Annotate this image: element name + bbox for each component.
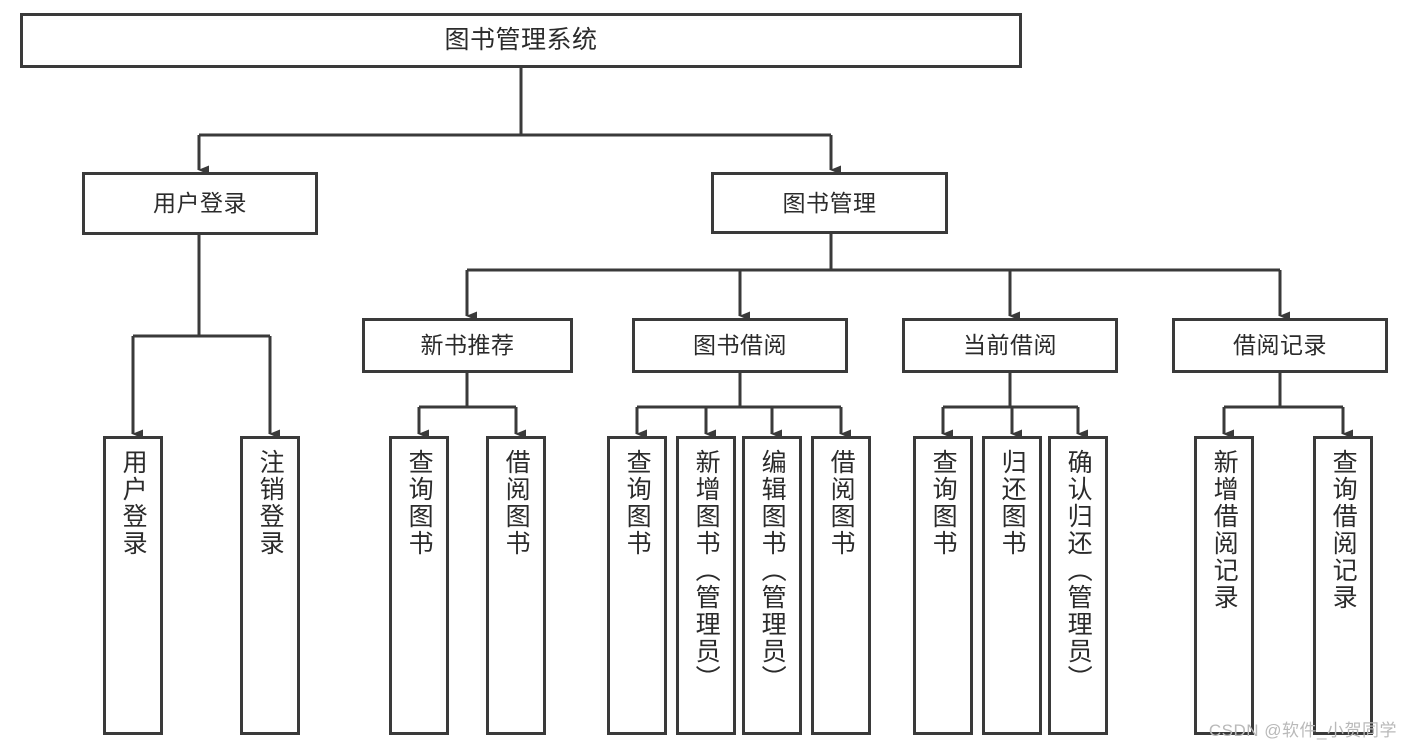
node-label: 图书借阅 xyxy=(693,332,787,359)
node-label: 借阅图书 xyxy=(502,449,531,557)
node-label: 新增图书（管理员） xyxy=(692,449,721,692)
node-label: 新书推荐 xyxy=(420,332,515,359)
leaf-query-book-borrow[interactable]: 查询图书 xyxy=(607,436,667,735)
node-label: 查询图书 xyxy=(405,449,434,557)
node-label: 图书管理系统 xyxy=(444,26,598,54)
leaf-edit-book[interactable]: 编辑图书（管理员） xyxy=(742,436,802,735)
node-label: 查询图书 xyxy=(929,449,958,557)
node-label: 确认归还（管理员） xyxy=(1064,449,1093,692)
leaf-query-book-current[interactable]: 查询图书 xyxy=(913,436,973,735)
leaf-return-book[interactable]: 归还图书 xyxy=(982,436,1042,735)
node-label: 用户登录 xyxy=(153,190,247,217)
node-label: 编辑图书（管理员） xyxy=(758,449,787,692)
node-label: 图书管理 xyxy=(782,189,877,216)
node-current-borrow[interactable]: 当前借阅 xyxy=(902,318,1118,373)
leaf-logout-login[interactable]: 注销登录 xyxy=(240,436,300,735)
node-label: 查询图书 xyxy=(623,449,652,557)
leaf-add-borrow-record[interactable]: 新增借阅记录 xyxy=(1194,436,1254,735)
node-label: 借阅记录 xyxy=(1233,332,1327,359)
leaf-borrow-book[interactable]: 借阅图书 xyxy=(811,436,871,735)
node-label: 新增借阅记录 xyxy=(1210,449,1239,611)
leaf-user-login[interactable]: 用户登录 xyxy=(103,436,163,735)
node-label: 归还图书 xyxy=(998,449,1027,557)
leaf-borrow-book-recommend[interactable]: 借阅图书 xyxy=(486,436,546,735)
node-new-book-recommend[interactable]: 新书推荐 xyxy=(362,318,573,373)
node-label: 注销登录 xyxy=(256,449,285,557)
leaf-query-borrow-record[interactable]: 查询借阅记录 xyxy=(1313,436,1373,735)
node-label: 用户登录 xyxy=(119,449,148,557)
node-label: 当前借阅 xyxy=(963,332,1057,359)
node-borrow-record[interactable]: 借阅记录 xyxy=(1172,318,1388,373)
leaf-add-book[interactable]: 新增图书（管理员） xyxy=(676,436,736,735)
node-label: 借阅图书 xyxy=(827,449,856,557)
node-book-manage[interactable]: 图书管理 xyxy=(711,172,948,234)
leaf-confirm-return[interactable]: 确认归还（管理员） xyxy=(1048,436,1108,735)
node-label: 查询借阅记录 xyxy=(1329,449,1358,611)
node-book-borrow[interactable]: 图书借阅 xyxy=(632,318,848,373)
leaf-query-book-recommend[interactable]: 查询图书 xyxy=(389,436,449,735)
node-system-title[interactable]: 图书管理系统 xyxy=(20,13,1022,68)
csdn-watermark: CSDN @软件_小贺同学 xyxy=(1208,721,1397,740)
node-user-login[interactable]: 用户登录 xyxy=(82,172,318,235)
